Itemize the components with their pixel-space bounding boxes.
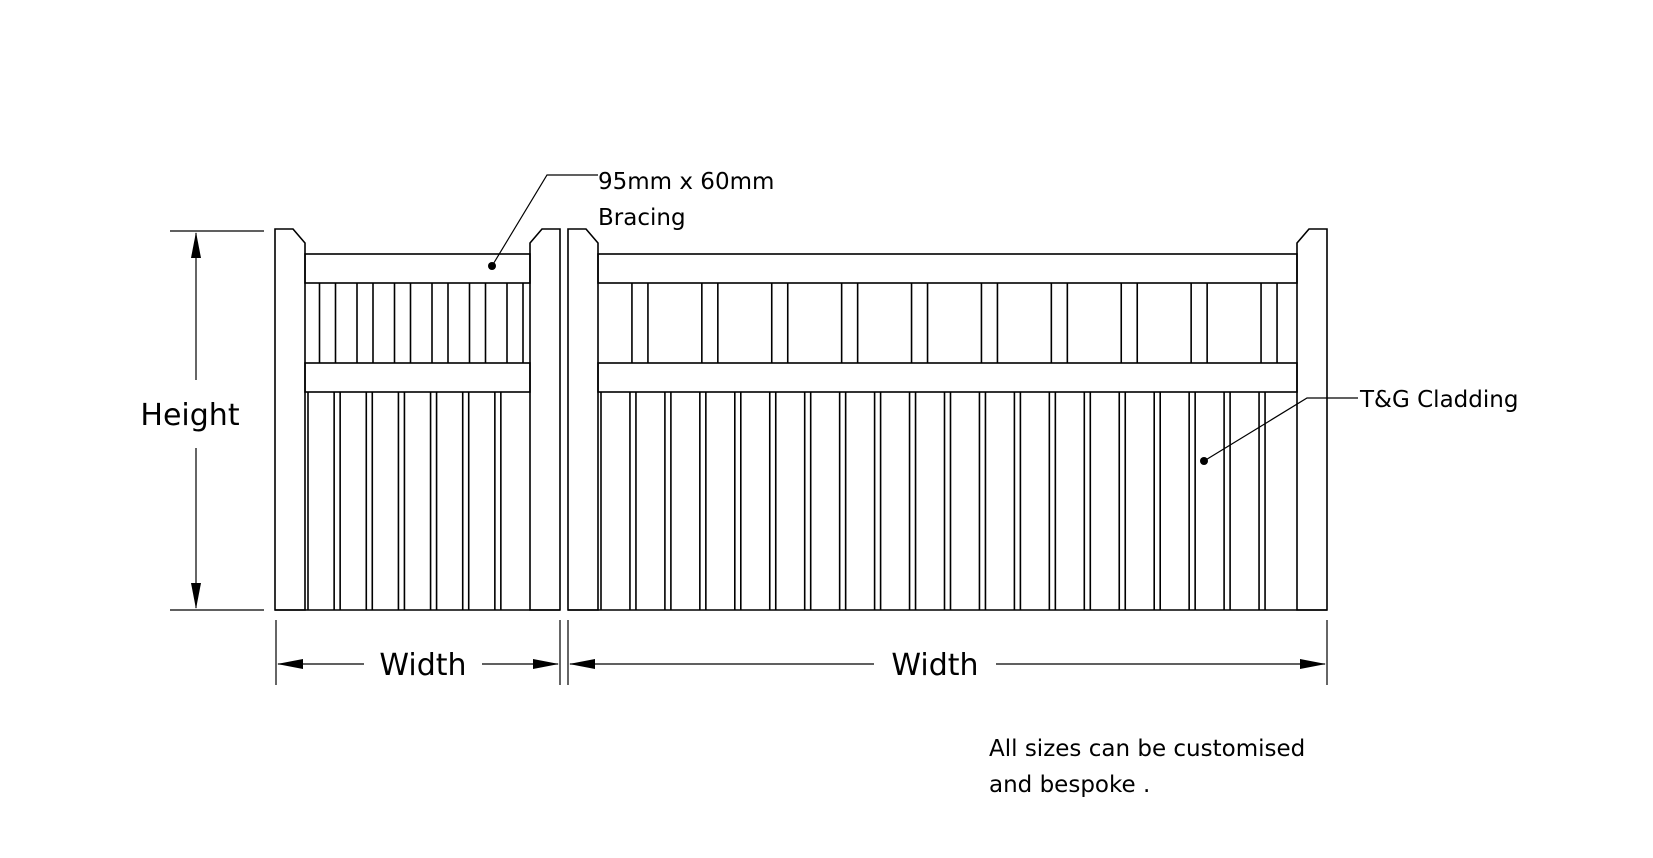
bracing-label-line1: 95mm x 60mm — [598, 169, 774, 195]
left-width-label: Width — [379, 648, 466, 683]
cladding-callout: T&G Cladding — [1200, 387, 1518, 465]
left-gate-middle-rail — [304, 362, 531, 393]
left-gate-hinge-post — [274, 228, 306, 611]
right-gate-middle-rail — [597, 362, 1298, 393]
note-line2: and bespoke . — [989, 772, 1150, 798]
cladding-leader-line — [1203, 397, 1358, 462]
bracing-label-line2: Bracing — [598, 205, 686, 231]
right-gate-meeting-post — [567, 228, 599, 611]
cladding-label: T&G Cladding — [1359, 387, 1518, 413]
right-width-arrow-left — [569, 659, 595, 669]
right-width-dimension: Width — [567, 620, 1328, 685]
right-gate-cladding-boards — [600, 392, 1266, 610]
height-arrow-top — [191, 232, 201, 258]
left-gate — [274, 228, 561, 611]
height-label: Height — [140, 398, 239, 433]
right-gate-hinge-post — [1296, 228, 1328, 611]
right-gate-spindles — [631, 283, 1278, 363]
left-gate-meeting-post — [529, 228, 561, 611]
left-width-arrow-right — [533, 659, 559, 669]
bracing-leader-line — [491, 174, 598, 267]
left-width-dimension: Width — [275, 620, 561, 685]
bracing-callout: 95mm x 60mm Bracing — [488, 169, 774, 270]
right-width-label: Width — [891, 648, 978, 683]
note-line1: All sizes can be customised — [989, 736, 1305, 762]
right-gate — [567, 228, 1328, 611]
left-gate-cladding-boards — [307, 392, 502, 610]
left-gate-top-rail — [304, 253, 531, 284]
right-gate-top-rail — [597, 253, 1298, 284]
customisation-note: All sizes can be customised and bespoke … — [989, 736, 1305, 798]
left-gate-spindles — [318, 283, 524, 363]
left-width-arrow-left — [277, 659, 303, 669]
right-width-arrow-right — [1300, 659, 1326, 669]
height-dimension: Height — [140, 230, 264, 611]
height-arrow-bottom — [191, 583, 201, 609]
